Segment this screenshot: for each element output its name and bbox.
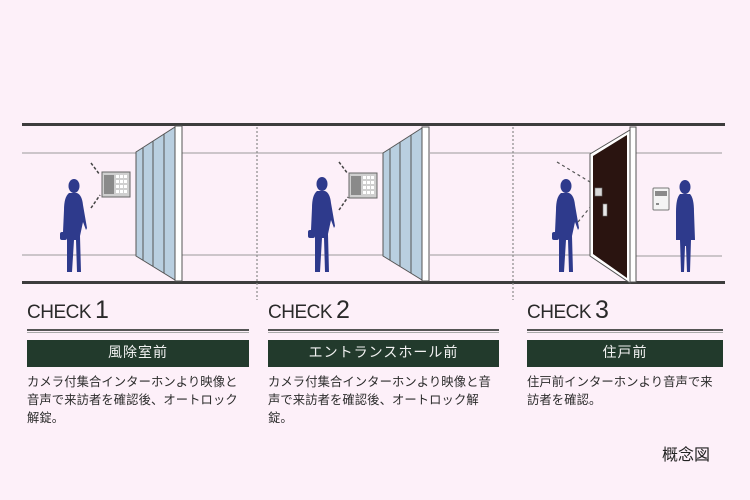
corridor-illustration: [22, 123, 725, 300]
concept-diagram-caption: 概念図: [662, 445, 711, 464]
indoor-monitor-icon: [652, 187, 670, 211]
door-icon: [589, 126, 637, 284]
check-word: CHECK: [268, 302, 333, 323]
resident-icon: [676, 180, 695, 272]
intercom-panel-icon: [338, 161, 378, 211]
location-label: 住戸前: [527, 340, 723, 367]
intercom-panel-icon: [90, 162, 131, 209]
divider: [27, 329, 249, 333]
glass-door-icon: [382, 126, 430, 282]
glass-door-icon: [135, 125, 183, 282]
panel-3-illustration: [552, 126, 695, 284]
person-icon: [308, 177, 335, 272]
check-word: CHECK: [27, 302, 92, 323]
check-description: 住戸前インターホンより音声で来訪者を確認。: [527, 375, 713, 407]
location-label: 風除室前: [27, 340, 249, 367]
divider: [527, 329, 723, 333]
check-number: 2: [336, 296, 350, 324]
panel-1-illustration: [60, 125, 183, 282]
check-word: CHECK: [527, 302, 592, 323]
location-label: エントランスホール前: [268, 340, 499, 367]
panel-2-illustration: [308, 126, 430, 282]
check-number: 1: [95, 296, 109, 324]
person-icon: [60, 179, 87, 272]
check-description: カメラ付集合インターホンより映像と音声で来訪者を確認後、オートロック解錠。: [268, 375, 491, 425]
check-description: カメラ付集合インターホンより映像と音声で来訪者を確認後、オートロック解錠。: [27, 375, 238, 425]
person-icon: [552, 179, 579, 272]
check-number: 3: [595, 296, 609, 324]
divider: [268, 329, 499, 333]
